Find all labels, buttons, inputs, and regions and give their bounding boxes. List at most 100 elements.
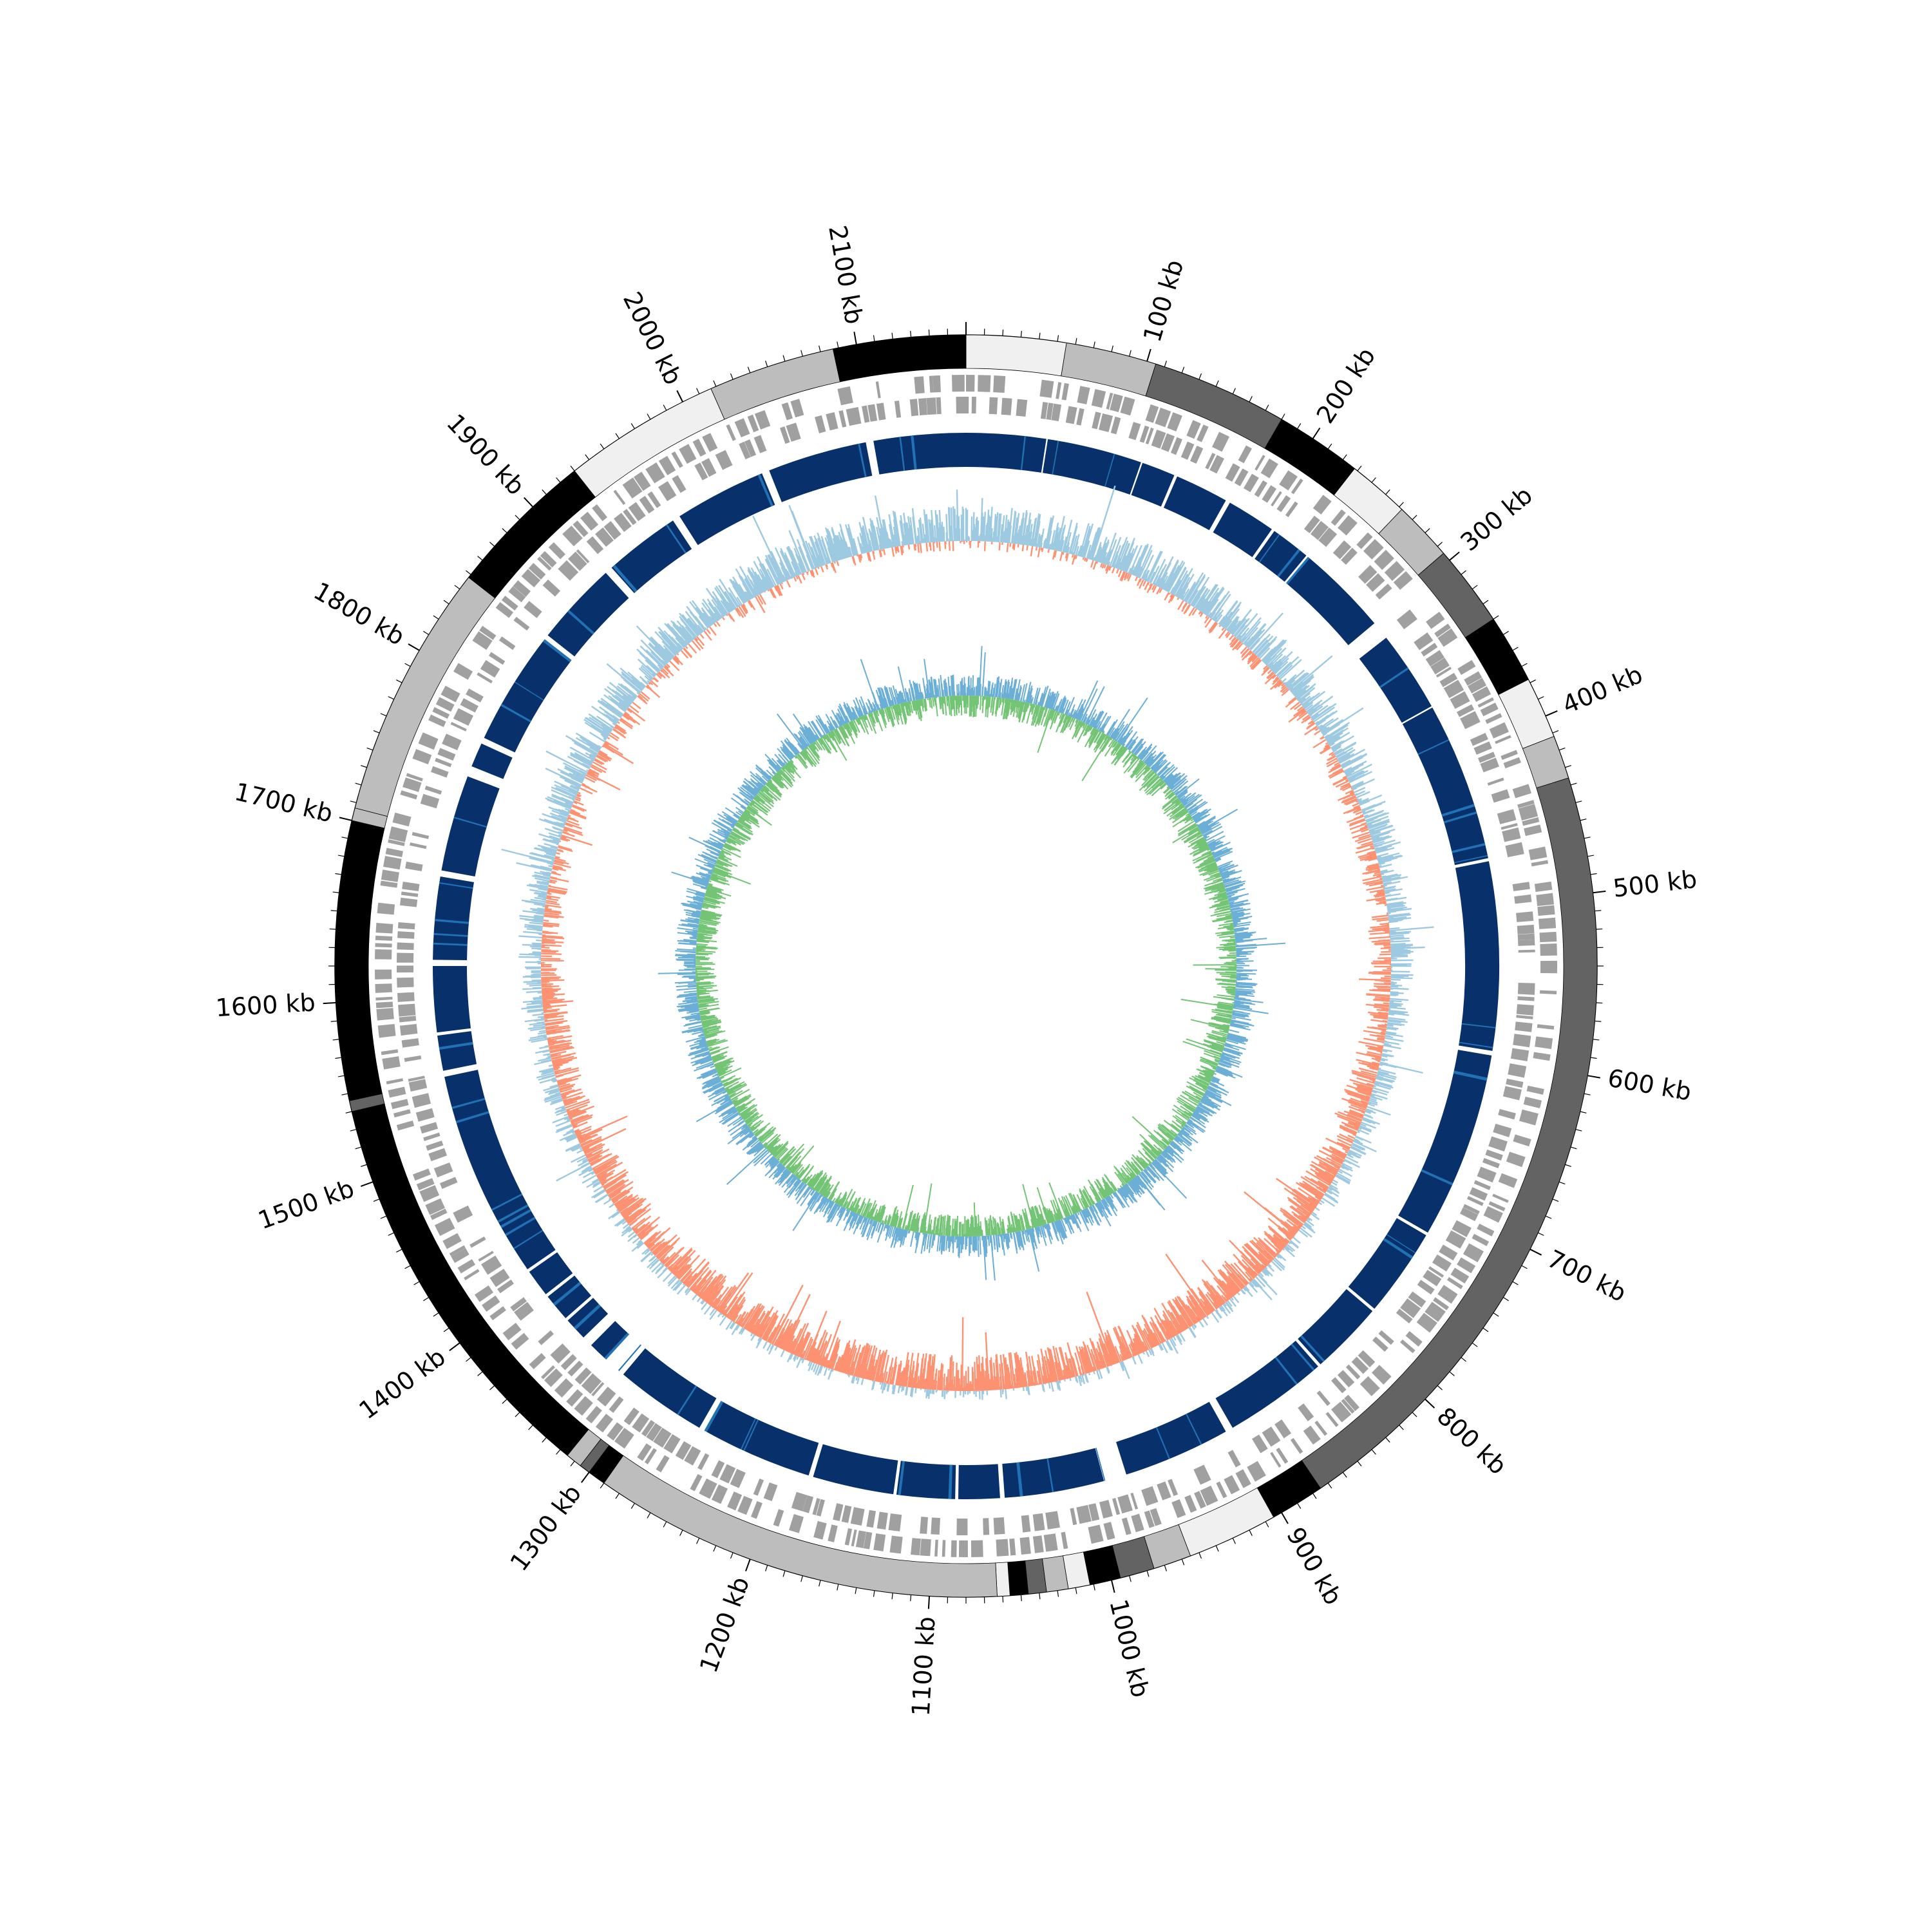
alignment-block-secondary [1441, 804, 1475, 817]
gene-feature [1517, 924, 1535, 934]
gene-feature [911, 1538, 921, 1556]
gene-feature [737, 1495, 753, 1515]
gene-feature [1512, 882, 1530, 891]
gene-feature [480, 659, 500, 678]
major-tick [524, 497, 534, 507]
minor-tick [1512, 647, 1519, 651]
gene-feature [1314, 1420, 1328, 1436]
minor-tick [1461, 1357, 1466, 1362]
gene-feature [419, 1122, 439, 1134]
minor-tick [423, 630, 430, 636]
gene-feature [495, 601, 514, 618]
gene-feature [754, 410, 771, 430]
gene-feature [813, 1520, 827, 1540]
minor-tick [1164, 1565, 1167, 1571]
minor-tick [433, 1312, 439, 1317]
gene-feature [1430, 658, 1450, 675]
minor-tick [1580, 819, 1587, 821]
gene-feature [568, 551, 587, 571]
gene-feature [1517, 933, 1535, 941]
gene-feature [466, 688, 484, 703]
gene-feature [966, 397, 969, 414]
gene-feature [1331, 1377, 1347, 1394]
alignment-block [529, 1252, 573, 1294]
gene-feature [1331, 509, 1346, 526]
gene-feature [408, 1075, 425, 1082]
gene-feature [397, 922, 415, 930]
gene-feature [1077, 386, 1090, 404]
minor-tick [570, 466, 575, 471]
tick-label: 1800 kb [309, 576, 410, 651]
gene-feature [1516, 911, 1534, 922]
minor-tick [1075, 337, 1077, 345]
gene-feature [406, 773, 423, 782]
gene-feature [675, 1441, 692, 1461]
gene-feature [920, 1517, 928, 1534]
alignment-block [769, 442, 873, 502]
gene-feature [747, 414, 759, 433]
gene-feature [554, 1378, 574, 1398]
gene-feature [397, 931, 415, 939]
tick-label: 800 kb [1432, 1402, 1512, 1481]
gene-feature [1480, 703, 1499, 717]
alignment-block-secondary [1300, 1335, 1325, 1362]
gene-feature [1477, 1224, 1495, 1236]
minor-tick [528, 1425, 533, 1430]
gene-feature [773, 1509, 784, 1527]
gene-feature [558, 560, 579, 581]
gene-feature [425, 1198, 446, 1215]
minor-tick [1482, 600, 1489, 605]
gene-feature [418, 732, 439, 750]
gene-feature [412, 1093, 431, 1108]
gene-feature [1235, 1469, 1251, 1488]
gene-feature [1151, 430, 1166, 449]
gene-feature [1450, 691, 1470, 709]
gene-feature [711, 1484, 728, 1504]
gene-feature [398, 1003, 416, 1017]
gene-feature [684, 1446, 701, 1466]
alignment-block-secondary [1421, 1169, 1454, 1186]
gene-feature [802, 1495, 814, 1513]
minor-tick [1342, 1472, 1347, 1478]
minor-tick [873, 335, 875, 342]
minor-tick [747, 366, 751, 374]
minor-tick [556, 477, 561, 483]
gene-feature [1344, 1394, 1359, 1412]
minor-tick [1575, 800, 1582, 803]
gene-feature [510, 1297, 527, 1312]
minor-tick [696, 1537, 700, 1544]
minor-tick [1232, 388, 1236, 395]
gene-feature [867, 404, 878, 422]
gene-feature [375, 923, 393, 934]
tick-label: 1400 kb [354, 1343, 451, 1425]
gene-feature [812, 1498, 820, 1515]
alignment-block [873, 433, 966, 475]
alignment-block [1255, 531, 1307, 582]
gene-feature [658, 455, 676, 475]
gene-feature [1260, 459, 1278, 478]
gene-feature [574, 1396, 593, 1416]
gene-feature [513, 616, 530, 631]
gene-feature [663, 1434, 681, 1454]
tick-label: 400 kb [1558, 660, 1647, 719]
gene-feature [397, 977, 414, 988]
gene-feature [1076, 1504, 1092, 1524]
gene-feature [1505, 842, 1524, 858]
minor-tick [466, 1357, 471, 1362]
gene-feature [1443, 679, 1464, 699]
gene-feature [1276, 495, 1291, 513]
gene-feature [658, 481, 677, 502]
gene-feature [929, 375, 934, 393]
minor-tick [373, 1198, 380, 1202]
gene-feature [1139, 425, 1150, 443]
gene-feature [1528, 846, 1548, 860]
minor-tick [1371, 477, 1376, 483]
gene-feature [763, 1482, 778, 1501]
minor-tick [1385, 1437, 1390, 1443]
gene-feature [1145, 427, 1154, 445]
minor-tick [380, 713, 387, 717]
gene-feature [1197, 424, 1209, 442]
gene-feature [656, 1455, 670, 1473]
minor-tick [855, 1587, 857, 1595]
gene-feature [432, 707, 450, 719]
